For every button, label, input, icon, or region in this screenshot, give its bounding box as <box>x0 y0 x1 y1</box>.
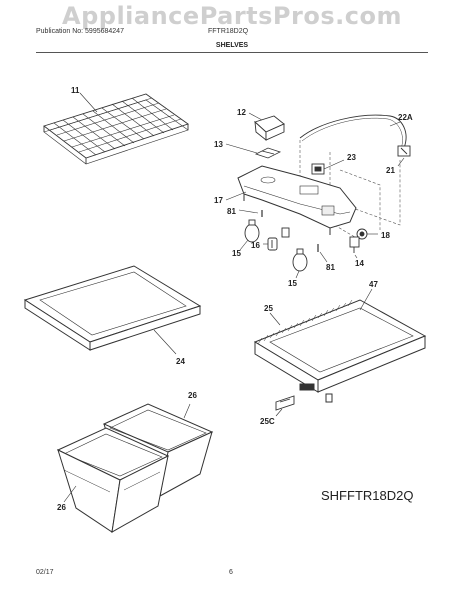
callout-21: 21 <box>386 166 395 175</box>
thermostat <box>349 236 360 253</box>
shelf-clip <box>275 395 295 411</box>
callout-11: 11 <box>71 86 80 95</box>
callout-81a: 81 <box>227 207 236 216</box>
callout-17: 17 <box>214 196 223 205</box>
page-number: 6 <box>229 569 233 576</box>
publication-number: Publication No: 5995684247 <box>36 28 124 35</box>
light-socket-cover <box>254 147 282 159</box>
callout-15a: 15 <box>232 249 241 258</box>
wire-harness <box>299 114 411 157</box>
callout-16: 16 <box>251 241 260 250</box>
callout-14: 14 <box>355 259 364 268</box>
callout-25: 25 <box>264 304 273 313</box>
control-housing <box>237 165 357 235</box>
diagram-code: SHFFTR18D2Q <box>321 488 414 503</box>
callout-81b: 81 <box>326 263 335 272</box>
callout-13: 13 <box>214 140 223 149</box>
section-title: SHELVES <box>215 42 249 49</box>
light-shield <box>254 115 285 141</box>
light-bulb <box>244 219 308 272</box>
screw <box>261 210 319 252</box>
callout-18: 18 <box>381 231 390 240</box>
model-number: FFTR18D2Q <box>208 28 249 35</box>
callout-26b: 26 <box>57 503 66 512</box>
callout-47: 47 <box>369 280 378 289</box>
callout-26a: 26 <box>188 391 197 400</box>
wire-shelf <box>43 93 189 165</box>
light-switch <box>311 163 325 175</box>
glass-shelf <box>23 265 202 351</box>
callout-23: 23 <box>347 153 356 162</box>
callout-15b: 15 <box>288 279 297 288</box>
framed-glass-shelf <box>253 299 427 403</box>
callout-25c: 25C <box>260 417 275 426</box>
crisper-drawer <box>56 403 214 533</box>
watermark: AppliancePartsPros.com <box>62 2 402 30</box>
callout-22a: 22A <box>398 113 413 122</box>
header-divider <box>36 52 428 53</box>
callout-24: 24 <box>176 357 185 366</box>
lamp-socket <box>267 227 290 251</box>
footer-date: 02/17 <box>36 569 54 576</box>
callout-12: 12 <box>237 108 246 117</box>
